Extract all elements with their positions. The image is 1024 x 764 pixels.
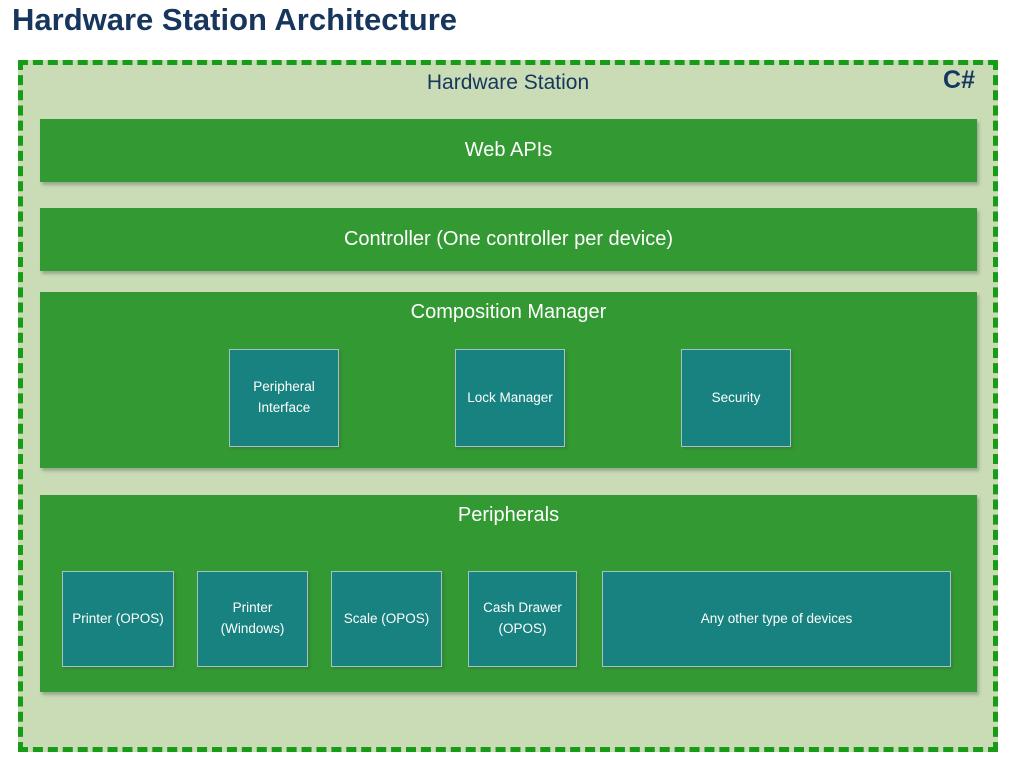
- layer-composition-manager: Composition Manager Peripheral Interface…: [40, 292, 977, 468]
- composition-manager-title: Composition Manager: [410, 301, 607, 323]
- device-scale-opos: Scale (OPOS): [331, 571, 442, 667]
- component-lock-manager: Lock Manager: [455, 349, 565, 447]
- layer-peripherals: Peripherals Printer (OPOS) Printer (Wind…: [40, 495, 977, 692]
- device-printer-opos: Printer (OPOS): [62, 571, 174, 667]
- page-title: Hardware Station Architecture: [12, 2, 458, 37]
- language-badge: C#: [943, 66, 975, 94]
- component-peripheral-interface: Peripheral Interface: [229, 349, 339, 447]
- layer-web-apis: Web APIs: [40, 119, 977, 182]
- layer-controller: Controller (One controller per device): [40, 208, 977, 271]
- hardware-station-label: Hardware Station: [426, 71, 590, 94]
- device-cash-drawer-opos: Cash Drawer (OPOS): [468, 571, 577, 667]
- device-any-other: Any other type of devices: [602, 571, 951, 667]
- hardware-station-container: Hardware Station C# Web APIs Controller …: [18, 60, 998, 752]
- device-printer-windows: Printer (Windows): [197, 571, 308, 667]
- component-security: Security: [681, 349, 791, 447]
- peripherals-title: Peripherals: [457, 504, 560, 526]
